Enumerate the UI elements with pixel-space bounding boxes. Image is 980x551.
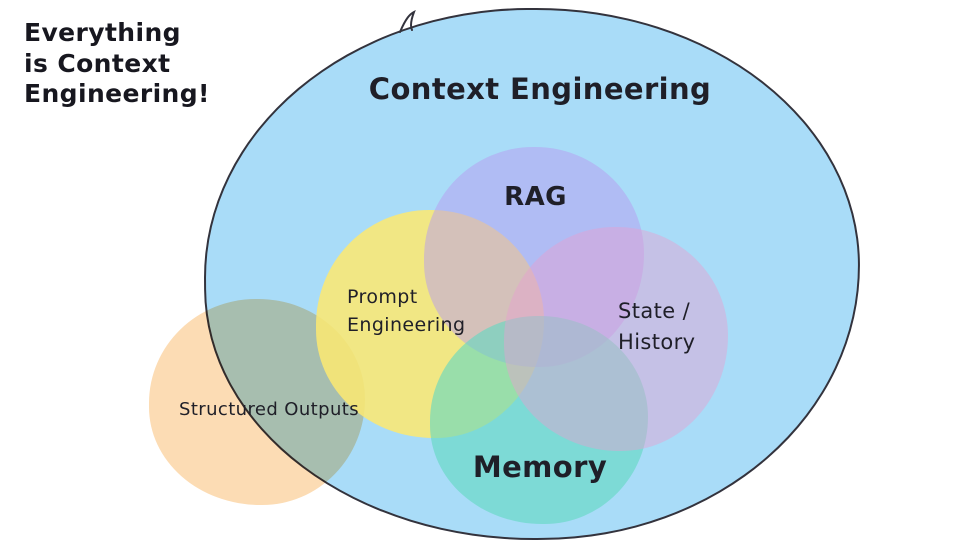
headline-line-1: Everything [24,18,181,47]
context-engineering-label: Context Engineering [368,72,712,106]
prompt-engineering-label: Prompt Engineering [347,283,465,339]
headline: Everything is Context Engineering! [24,18,210,110]
rag-label: RAG [504,182,567,212]
pen-squiggle-icon [399,10,416,33]
state-history-label-line-2: History [618,330,696,354]
headline-line-3: Engineering! [24,79,210,108]
memory-circle [430,316,648,524]
prompt-engineering-label-line-1: Prompt [347,286,418,308]
memory-label: Memory [472,450,608,484]
prompt-engineering-label-line-2: Engineering [347,314,466,336]
headline-line-2: is Context [24,48,171,78]
state-history-circle [504,227,728,451]
structured-outputs-label: Structured Outputs [179,399,359,420]
state-history-label: State / History [618,296,696,358]
state-history-label-line-1: State / [618,299,691,323]
